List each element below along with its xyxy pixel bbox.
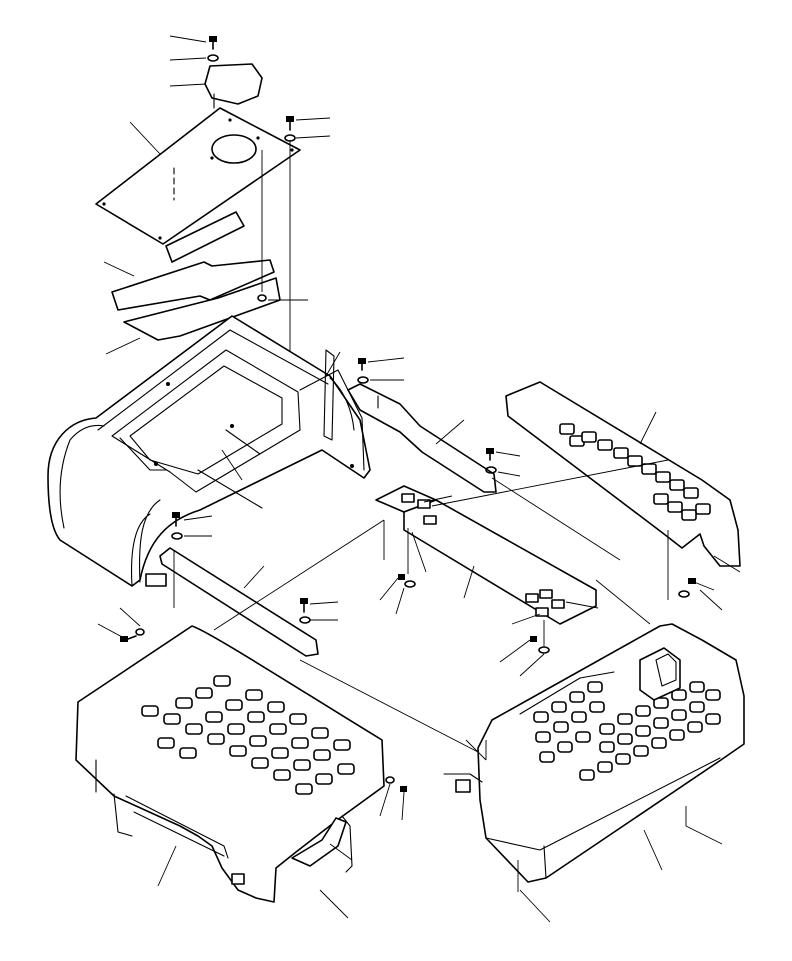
rail-bolt — [485, 448, 497, 474]
side-bracket-bolt — [357, 358, 369, 384]
cover-plate-hole — [211, 134, 257, 164]
rail-end-bolt — [299, 598, 311, 624]
seal-bracket — [111, 259, 275, 311]
plate-bolt — [284, 116, 296, 142]
right-grille — [505, 381, 741, 567]
right-cover-slots — [533, 681, 721, 781]
cover-side-bolt — [385, 776, 407, 792]
top-bolt — [209, 36, 217, 50]
left-cover-bolt — [120, 628, 145, 642]
left-cover-handle — [291, 817, 347, 867]
left-cover — [75, 625, 385, 903]
left-rail — [159, 547, 319, 657]
cover-plate — [95, 107, 301, 245]
right-cover — [477, 623, 745, 883]
latch-bolts — [398, 574, 550, 654]
callout-leaders — [97, 35, 741, 861]
cap-plate — [204, 63, 263, 105]
side-rail — [347, 383, 497, 493]
hood-frame — [47, 315, 371, 587]
right-grille-slots — [559, 423, 711, 521]
seal-strip-upper — [165, 211, 245, 263]
grille-bolt — [678, 578, 696, 598]
top-washer — [207, 54, 219, 62]
left-rail-bolt — [171, 512, 183, 540]
left-cover-slots — [141, 675, 355, 795]
